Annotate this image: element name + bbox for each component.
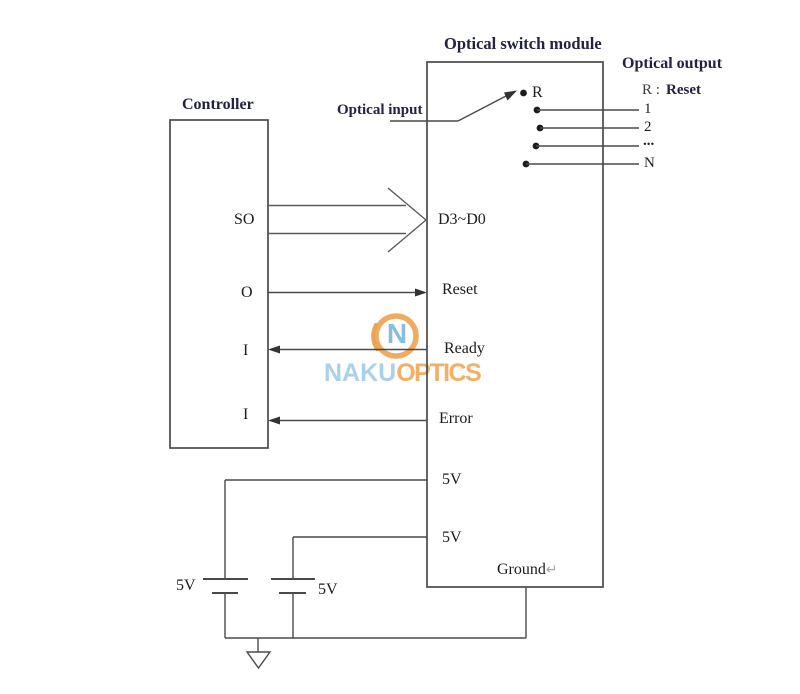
battery-1 <box>203 578 248 638</box>
logo-wordmark-optics: OPTICS <box>396 359 482 387</box>
error-arrow <box>268 416 427 425</box>
legend-key: R : <box>642 82 660 98</box>
ground-symbol <box>245 651 272 670</box>
controller-title: Controller <box>182 96 254 113</box>
logo-wordmark: NAKUOPTICS <box>324 359 482 387</box>
port-dot-r <box>520 89 527 97</box>
output-label-n: N <box>644 155 655 171</box>
logo-badge-letter: N <box>386 318 408 349</box>
optical-input-line <box>390 90 517 122</box>
power-wire-2 <box>292 536 427 579</box>
output-label-1: 1 <box>644 101 652 117</box>
logo-wordmark-naku: NAKU <box>324 359 397 387</box>
battery2-label: 5V <box>318 581 338 598</box>
output-ports <box>520 89 639 168</box>
module-pin-reset: Reset <box>442 281 478 298</box>
module-pin-ground: Ground↵ <box>497 562 558 578</box>
module-pin-5v-b: 5V <box>442 529 462 546</box>
power-wire-1 <box>224 479 427 579</box>
battery1-label: 5V <box>176 577 196 594</box>
optical-input-label: Optical input <box>337 102 423 118</box>
bus-arrow <box>268 187 427 253</box>
module-pin-error: Error <box>439 410 473 427</box>
controller-pin-i2: I <box>243 406 249 423</box>
switch-arm-arrowhead <box>504 90 517 101</box>
controller-pin-so: SO <box>234 211 255 228</box>
reset-arrow <box>268 288 427 297</box>
output-label-2: 2 <box>644 119 652 135</box>
output-label-ellipsis: ... <box>643 133 655 149</box>
module-title: Optical switch module <box>444 34 602 53</box>
logo-ring-circle <box>373 313 419 359</box>
module-pin-5v-a: 5V <box>442 471 462 488</box>
controller-pin-o: O <box>241 284 253 301</box>
ready-arrow <box>268 345 427 354</box>
ground-wire <box>225 587 527 652</box>
optical-output-title: Optical output <box>622 55 723 72</box>
output-label-r: R <box>532 84 543 101</box>
module-pin-bus: D3~D0 <box>438 211 486 228</box>
controller-box <box>169 119 269 449</box>
legend-value: Reset <box>666 82 701 98</box>
battery-2 <box>271 578 315 638</box>
controller-pin-i1: I <box>243 342 249 359</box>
logo-ring-swirl-tail <box>371 323 379 351</box>
module-box <box>426 61 604 588</box>
ground-label-text: Ground <box>497 561 546 578</box>
return-mark: ↵ <box>545 563 558 578</box>
module-pin-ready: Ready <box>444 340 485 357</box>
